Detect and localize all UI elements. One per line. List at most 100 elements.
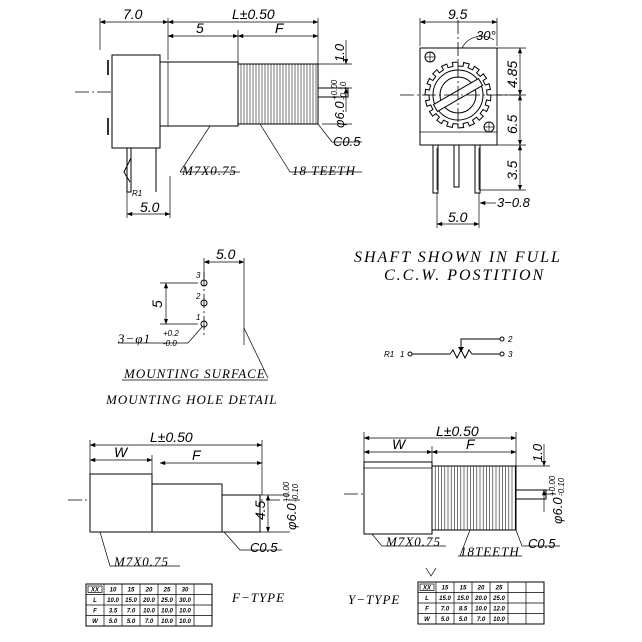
- table-cell: 15.0: [125, 598, 137, 604]
- svg-text:2: 2: [195, 292, 201, 301]
- dim-pin-pitch: 5.0: [448, 209, 468, 225]
- mounting-title: MOUNTING HOLE DETAIL: [105, 392, 277, 407]
- table-cell: 3.5: [109, 608, 118, 614]
- svg-text:-0.10: -0.10: [339, 81, 348, 100]
- table-cell: 10: [110, 587, 117, 593]
- mounting-detail: 5.0 5 3 2 1 3−φ1 +0.2 -0.0 MOUNTING SURF…: [105, 246, 277, 407]
- svg-text:φ6.0: φ6.0: [284, 503, 299, 530]
- table-cell: 10.0: [143, 608, 155, 614]
- table-cell: 30: [182, 587, 189, 593]
- table-cell: 25.0: [160, 598, 173, 604]
- svg-text:2: 2: [507, 335, 513, 344]
- svg-text:18TEETH: 18TEETH: [460, 544, 520, 559]
- table-cell: F: [93, 608, 97, 614]
- dim-side-width: 9.5: [448, 6, 468, 22]
- svg-text:M7X0.75: M7X0.75: [385, 534, 441, 549]
- table-cell: 15: [128, 587, 135, 593]
- dim-pin-size: 3−0.8: [497, 195, 531, 210]
- table-cell: 20.0: [474, 596, 487, 602]
- table-cell: 10.0: [179, 619, 191, 625]
- table-cell: W: [424, 617, 431, 623]
- svg-text:1: 1: [400, 350, 404, 359]
- svg-text:1.0: 1.0: [530, 443, 545, 462]
- svg-text:5: 5: [149, 300, 165, 308]
- dim-chamfer: C0.5: [333, 134, 361, 149]
- table-cell: 5.0: [127, 619, 136, 625]
- svg-text:3: 3: [508, 350, 513, 359]
- table-cell: 25: [163, 587, 171, 593]
- table-cell: 10.0: [161, 619, 173, 625]
- y-dim-f: F: [466, 436, 476, 452]
- table-cell: 7.0: [145, 619, 154, 625]
- dim-6-5: 6.5: [504, 114, 520, 134]
- table-cell: 15.0: [457, 596, 469, 602]
- top-body: [111, 54, 161, 149]
- table-cell: 10.0: [161, 608, 173, 614]
- table-cell: 15: [442, 585, 449, 591]
- table-cell: 20: [477, 585, 485, 591]
- dim-mount-5-0: 5.0: [216, 246, 236, 262]
- table-cell: 7.0: [127, 608, 136, 614]
- dim-1-0: 1.0: [332, 43, 347, 62]
- svg-text:-0.10: -0.10: [557, 477, 566, 496]
- svg-text:4.5: 4.5: [252, 500, 268, 520]
- y-dim-w: W: [392, 436, 407, 452]
- y-type-label: Y−TYPE: [348, 592, 400, 607]
- f-type-view: L±0.50 W F 4.5 φ6.0 +0.00 -0.10 C0.5 M7X…: [68, 429, 300, 605]
- table-cell: 7.0: [441, 606, 450, 612]
- side-view: 9.5 30° 4.85 6.5 3.5 5.0 3−0.8: [400, 6, 531, 228]
- table-cell: 15: [460, 585, 467, 591]
- svg-text:C0.5: C0.5: [528, 536, 556, 551]
- dim-length: L±0.50: [232, 6, 275, 22]
- y-type-view: L±0.50 W F 1.0 φ6.0 +0.00 -0.10 C0.5 M7X…: [344, 423, 566, 607]
- table-cell: 15.0: [439, 596, 451, 602]
- table-cell: 30.0: [179, 598, 191, 604]
- thread-label: M7X0.75: [181, 163, 237, 178]
- svg-text:3: 3: [196, 271, 201, 280]
- pin-label: R1: [132, 189, 142, 198]
- dim-4-85: 4.85: [504, 61, 520, 88]
- table-cell: L: [93, 598, 97, 604]
- schematic: R1 1 3 2: [384, 335, 513, 360]
- top-bushing: [159, 61, 239, 127]
- table-cell: L: [425, 596, 429, 602]
- mounting-surface-label: MOUNTING SURFACE: [123, 366, 266, 381]
- holes-callout: 3−φ1: [117, 331, 151, 346]
- f-dim-f: F: [192, 447, 202, 463]
- dim-f: F: [275, 20, 285, 36]
- f-dim-w: W: [114, 444, 129, 460]
- svg-text:+0.2: +0.2: [163, 329, 179, 338]
- dim-angle: 30°: [476, 28, 496, 43]
- table-cell: 25: [495, 585, 503, 591]
- table-cell: 10.0: [107, 598, 119, 604]
- svg-text:-0.10: -0.10: [291, 483, 300, 502]
- table-cell: 5.0: [441, 617, 450, 623]
- svg-text:φ6.0: φ6.0: [550, 497, 565, 524]
- table-cell: 20.0: [142, 598, 155, 604]
- dim-3-5: 3.5: [504, 160, 520, 180]
- dim-shaft-dia: φ6.0: [332, 101, 347, 128]
- table-cell: 5.0: [109, 619, 118, 625]
- svg-text:M7X0.75: M7X0.75: [113, 554, 169, 569]
- svg-text:+0.00: +0.00: [282, 481, 291, 502]
- svg-text:+0.00: +0.00: [330, 79, 339, 100]
- note-line-2: C.C.W. POSTITION: [384, 267, 545, 284]
- dim-5: 5: [196, 20, 204, 36]
- dim-pin: 5.0: [140, 199, 160, 215]
- table-cell: W: [92, 619, 99, 625]
- table-cell: 25.0: [492, 596, 505, 602]
- svg-text:-0.0: -0.0: [163, 339, 177, 348]
- table-cell: 5.0: [459, 617, 468, 623]
- top-view: R1 7.0 L±0.50 5 F 1.0 φ6.0 +0.00 -0.10 C…: [75, 6, 362, 218]
- table-cell: 10.0: [475, 606, 487, 612]
- top-knurl: [237, 63, 319, 125]
- f-type-label: F−TYPE: [231, 590, 285, 605]
- table-cell: 20: [145, 587, 153, 593]
- svg-text:+0.00: +0.00: [548, 475, 557, 496]
- dim-body: 7.0: [123, 6, 143, 22]
- table-cell: 10.0: [493, 617, 505, 623]
